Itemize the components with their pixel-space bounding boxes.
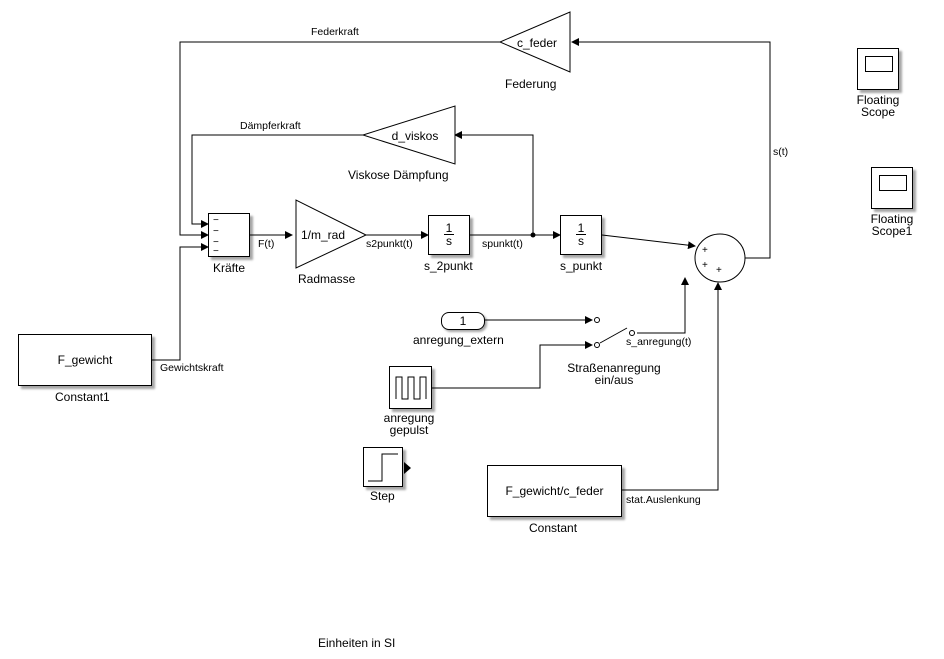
federung-gain-block — [498, 11, 571, 73]
viskos-gain-text: d_viskos — [391, 129, 439, 143]
constant-label: Constant — [529, 521, 578, 535]
s-2punkt-num: 1 — [445, 221, 453, 235]
signal-st: s(t) — [773, 146, 789, 158]
s-punkt-num: 1 — [577, 221, 585, 235]
kraefte-sum-block[interactable]: − − − − — [208, 213, 250, 257]
sum-block — [694, 233, 746, 283]
s-anregung-line — [637, 277, 689, 334]
kraefte-sign-4: − — [213, 246, 219, 257]
step-output-port — [404, 462, 411, 474]
kraefte-sign-2: − — [213, 226, 219, 237]
pulse-label-1: anregung — [383, 411, 435, 425]
floating-scope1-label-1: Floating — [870, 212, 914, 226]
units-note: Einheiten in SI — [318, 636, 396, 650]
viskos-label: Viskose Dämpfung — [348, 168, 449, 182]
radmasse-gain-block — [295, 199, 368, 269]
gewichtskraft-line — [152, 243, 209, 361]
floating-scope-label-2: Scope — [860, 105, 896, 119]
constant1-label: Constant1 — [55, 390, 110, 404]
floating-scope-label-1: Floating — [856, 93, 900, 107]
constant1-block[interactable]: F_gewicht — [18, 334, 152, 386]
radmasse-gain-text: 1/m_rad — [300, 228, 346, 242]
pulse-line — [432, 341, 593, 389]
federkraft-line — [179, 41, 500, 239]
s-punkt-den: s — [576, 234, 586, 248]
signal-gewichtskraft: Gewichtskraft — [160, 362, 224, 374]
sum-sign-3: + — [716, 265, 722, 276]
anregung-extern-inport[interactable]: 1 — [441, 312, 485, 330]
switch-block — [594, 317, 635, 348]
floating-scope1-label-2: Scope1 — [871, 224, 913, 238]
step-label: Step — [370, 489, 395, 503]
signal-s-anregung: s_anregung(t) — [626, 336, 692, 348]
floating-scope-block[interactable] — [857, 48, 899, 90]
constant-text: F_gewicht/c_feder — [505, 484, 604, 498]
switch-label-1: Straßenanregung — [567, 361, 661, 375]
signal-ft: F(t) — [258, 238, 275, 250]
scope-screen-icon — [865, 56, 893, 72]
pulse-generator-block[interactable] — [389, 366, 432, 409]
floating-scope1-block[interactable] — [871, 167, 913, 209]
pulse-label-2: gepulst — [389, 423, 429, 437]
s-line-to-sum — [601, 234, 696, 250]
step-block[interactable] — [363, 447, 403, 487]
daempferkraft-line — [191, 134, 363, 228]
signal-daempferkraft: Dämpferkraft — [240, 120, 301, 132]
s-punkt-integrator-block[interactable]: 1 s — [560, 215, 602, 255]
kraefte-label: Kräfte — [213, 261, 246, 275]
sum-sign-2: + — [702, 260, 708, 271]
st-line — [571, 38, 771, 259]
s-2punkt-den: s — [444, 234, 454, 248]
step-icon — [368, 453, 398, 482]
radmasse-label: Radmasse — [298, 272, 356, 286]
spunkt-branch-line — [454, 131, 534, 235]
sum-sign-1: + — [702, 245, 708, 256]
anregung-extern-label: anregung_extern — [413, 333, 504, 347]
signal-s2punkt: s2punkt(t) — [366, 238, 413, 250]
constant-block[interactable]: F_gewicht/c_feder — [487, 465, 622, 517]
federung-gain-text: c_feder — [516, 36, 558, 50]
kraefte-sign-1: − — [213, 215, 219, 226]
viskos-gain-block — [361, 105, 456, 165]
scope1-screen-icon — [879, 175, 907, 191]
pulse-icon — [395, 376, 427, 400]
switch-label-2: ein/aus — [594, 373, 634, 387]
anregung-extern-text: 1 — [459, 314, 467, 328]
s-2punkt-label: s_2punkt — [424, 259, 473, 273]
constant1-text: F_gewicht — [57, 353, 113, 367]
federung-label: Federung — [505, 77, 557, 91]
stat-line — [622, 282, 722, 491]
kraefte-sign-3: − — [213, 237, 219, 248]
signal-stat-auslenkung: stat.Auslenkung — [626, 494, 701, 506]
s-punkt-label: s_punkt — [560, 259, 603, 273]
branch-point — [530, 232, 536, 238]
signal-spunkt: spunkt(t) — [482, 238, 523, 250]
signal-federkraft: Federkraft — [311, 26, 359, 38]
s-2punkt-integrator-block[interactable]: 1 s — [428, 215, 470, 255]
